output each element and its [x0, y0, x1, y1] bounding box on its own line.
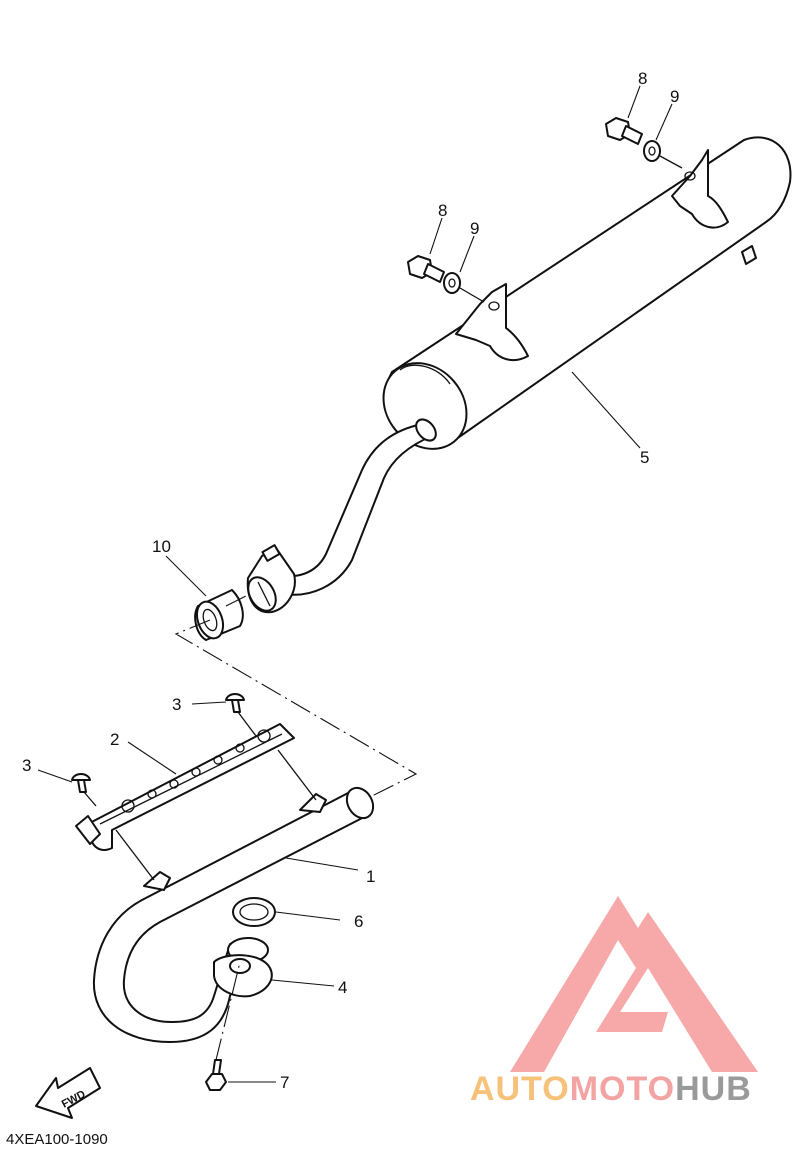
watermark-text-auto: AUTO: [470, 1070, 570, 1108]
watermark-text-moto: MOTO: [570, 1070, 675, 1108]
muffler-part: [246, 136, 792, 614]
pipe-tab-upper: [299, 793, 327, 813]
muffler-bracket-rear: [671, 149, 729, 229]
bolt-lower-shank: [423, 263, 445, 283]
callout-7: 7: [280, 1073, 289, 1092]
leader-1: [285, 857, 359, 871]
bracket-hole-front: [488, 301, 500, 311]
clamp-slot: [257, 581, 271, 607]
bolt-upper: [605, 117, 643, 145]
stud-bolt-shank: [212, 1059, 222, 1075]
protector-fold: [99, 733, 283, 825]
fwd-arrow-shape: [35, 1067, 101, 1119]
protector-hole-6: [235, 743, 245, 753]
leader-8a: [627, 85, 641, 119]
callout-6: 6: [354, 912, 363, 931]
clamp-screw-head: [261, 544, 281, 562]
stud-bolt-part: [205, 1059, 227, 1091]
leader-10: [165, 555, 207, 597]
callout-1: 1: [366, 867, 375, 886]
muffler-cap-ring: [399, 364, 451, 385]
fwd-arrow-icon: FWD: [35, 1067, 101, 1119]
protector-hole-5: [213, 755, 223, 765]
watermark-text-hub: HUB: [675, 1070, 752, 1108]
exhaust-pipe-body: [92, 791, 371, 1043]
screw-left-shank: [77, 779, 87, 793]
leader-9b: [459, 235, 475, 273]
stud-bolt-head: [205, 1073, 227, 1091]
protector-plate: [83, 723, 295, 851]
assembly-line-protector-lower: [115, 829, 155, 881]
protector-hole-2: [147, 789, 157, 799]
watermark-text: AUTOMOTOHUB: [470, 1070, 752, 1108]
callout-8-lower: 8: [438, 201, 447, 220]
flange-bore: [229, 958, 251, 974]
bolt-lower: [407, 255, 445, 283]
washer-lower-ring: [443, 272, 461, 294]
assembly-line-gasket-muffler: [225, 595, 247, 607]
protector-flange: [75, 815, 101, 845]
watermark-logo-shape: [510, 896, 758, 1072]
flange-part: [213, 937, 273, 998]
callout-8-upper: 8: [638, 69, 647, 88]
leader-3b: [37, 769, 73, 783]
callout-2: 2: [110, 730, 119, 749]
gasket-outer: [232, 897, 276, 927]
leader-5: [571, 371, 641, 449]
assembly-line-gasket: [174, 619, 418, 797]
callout-9-lower: 9: [470, 219, 479, 238]
callout-3-left: 3: [22, 756, 31, 775]
callout-3-upper: 3: [172, 695, 181, 714]
assembly-line-bolt-lower: [459, 287, 485, 303]
gasket-ring-part: [194, 589, 244, 641]
screw-upper-head: [225, 693, 245, 701]
inlet-collar: [415, 418, 437, 442]
protector-hole-3: [169, 779, 179, 789]
callout-9-upper: 9: [670, 87, 679, 106]
callout-10: 10: [152, 537, 171, 556]
assembly-line-screw-upper: [237, 711, 257, 737]
muffler-inlet-pipe: [271, 423, 433, 596]
leader-6: [275, 911, 341, 921]
muffler-end-cap: [382, 362, 468, 450]
assembly-line-bolt-upper: [659, 155, 683, 169]
protector-hole-4: [191, 767, 201, 777]
gasket-inner: [239, 903, 269, 921]
washer-lower-hole: [448, 278, 456, 288]
screw-left-head: [71, 773, 91, 781]
washer-lower: [443, 272, 461, 294]
leader-9a: [655, 103, 673, 141]
watermark-logo: [510, 896, 758, 1072]
screw-left: [71, 773, 91, 793]
protector-hole-7: [257, 729, 271, 743]
bolt-upper-shank: [621, 125, 643, 145]
flange-body: [213, 954, 273, 998]
washer-upper: [643, 140, 661, 162]
pipe-tab-lower: [143, 871, 171, 891]
leader-8b: [429, 217, 443, 255]
washer-upper-ring: [643, 140, 661, 162]
bracket-hole-rear: [684, 171, 696, 181]
assembly-line-screw-left: [83, 791, 97, 807]
screw-upper-shank: [231, 699, 241, 713]
exhaust-pipe-inlet: [345, 786, 375, 820]
callout-5: 5: [640, 448, 649, 467]
leader-2: [127, 741, 177, 775]
muffler-outlet: [741, 245, 757, 265]
muffler-bracket-front: [455, 283, 529, 362]
washer-upper-hole: [648, 146, 656, 156]
diagram-code: 4XEA100-1090: [6, 1131, 108, 1148]
protector-part: [75, 723, 295, 851]
assembly-line-stud: [215, 961, 241, 1061]
leader-4: [271, 979, 335, 987]
screw-upper: [225, 693, 245, 713]
callout-4: 4: [338, 978, 347, 997]
gasket-part: [232, 897, 276, 927]
leader-3a: [191, 701, 227, 705]
protector-hole-1: [121, 799, 135, 813]
assembly-line-protector-upper: [277, 749, 317, 801]
